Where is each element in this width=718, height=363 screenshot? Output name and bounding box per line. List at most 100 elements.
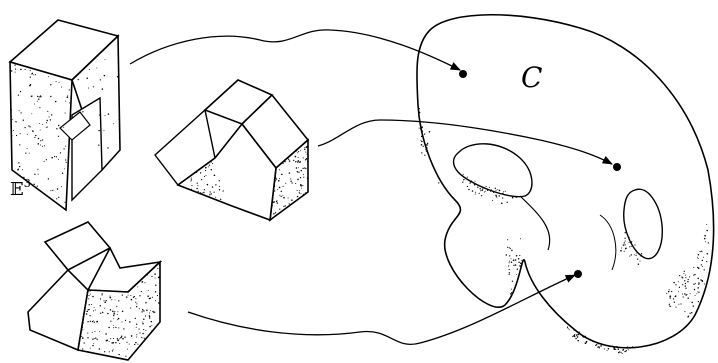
stipple-dot [35, 74, 36, 75]
stipple-dot [108, 327, 109, 328]
configuration-space-label: C [521, 64, 542, 92]
stipple-dot [507, 239, 508, 240]
stipple-dot [470, 181, 471, 182]
stipple-dot [702, 260, 703, 261]
stipple-dot [682, 293, 683, 294]
stipple-dot [150, 310, 151, 311]
stipple-dot [210, 191, 211, 192]
stipple-dot [50, 119, 51, 120]
stipple-dot [104, 301, 106, 303]
stipple-dot [505, 191, 506, 192]
stipple-dot [303, 194, 304, 195]
stipple-dot [105, 115, 106, 116]
stipple-dot [643, 257, 644, 258]
stipple-dot [487, 190, 488, 191]
stipple-dot [485, 191, 486, 192]
stipple-dot [281, 163, 282, 164]
stipple-dot [700, 251, 701, 252]
stipple-dot [142, 322, 143, 323]
stipple-dot [300, 184, 302, 186]
stipple-dot [509, 274, 510, 275]
stipple-dot [483, 187, 484, 188]
stipple-dot [38, 174, 39, 175]
stipple-dot [91, 103, 92, 104]
stipple-dot [295, 183, 296, 184]
stipple-dot [197, 182, 198, 183]
stipple-dot [491, 189, 492, 190]
stipple-dot [35, 135, 36, 136]
stipple-dot [419, 112, 421, 114]
stipple-dot [18, 168, 19, 169]
stipple-dot [142, 309, 144, 311]
stipple-dot [92, 339, 93, 340]
stipple-dot [158, 302, 159, 303]
stipple-dot [493, 192, 494, 193]
stipple-dot [479, 193, 480, 194]
stipple-dot [671, 291, 672, 292]
stipple-dot [99, 115, 100, 116]
stipple-dot [34, 137, 35, 138]
stipple-dot [196, 188, 197, 189]
stipple-dot [497, 189, 498, 190]
stipple-dot [136, 303, 137, 304]
stipple-dot [509, 255, 510, 256]
stipple-dot [46, 122, 47, 123]
stipple-dot [219, 186, 220, 187]
stipple-dot [306, 147, 307, 148]
stipple-dot [283, 186, 284, 187]
stipple-dot [102, 294, 103, 295]
stipple-dot [119, 291, 120, 292]
stipple-dot [122, 322, 123, 323]
stipple-dot [139, 332, 140, 333]
stipple-dot [509, 247, 510, 248]
space-exponent: 3 [24, 177, 31, 190]
stipple-dot [597, 347, 598, 348]
stipple-dot [632, 244, 633, 245]
stipple-dot [634, 244, 635, 245]
stipple-dot [277, 202, 278, 203]
stipple-dot [296, 150, 298, 152]
stipple-dot [92, 321, 93, 322]
stipple-dot [118, 300, 119, 301]
stipple-dot [33, 184, 34, 185]
stipple-dot [684, 280, 685, 281]
stipple-dot [467, 186, 468, 187]
cube-block-bottom [28, 222, 161, 360]
stipple-dot [482, 188, 483, 189]
stipple-dot [137, 286, 138, 287]
stipple-dot [484, 191, 485, 192]
stipple-dot [492, 200, 493, 201]
stipple-dot [694, 289, 695, 290]
stipple-dot [88, 290, 89, 291]
stipple-dot [518, 262, 519, 263]
stipple-dot [66, 162, 67, 163]
stipple-dot [82, 111, 83, 112]
stipple-dot [673, 298, 674, 299]
stipple-dot [129, 344, 130, 345]
stipple-dot [674, 302, 675, 303]
stipple-dot [56, 81, 57, 82]
stipple-dot [19, 144, 20, 145]
stipple-dot [149, 312, 150, 313]
stipple-dot [463, 174, 464, 175]
stipple-dot [39, 96, 40, 97]
stipple-dot [42, 139, 43, 140]
stipple-dot [204, 189, 205, 190]
stipple-dot [698, 258, 699, 259]
stipple-dot [278, 180, 280, 182]
stipple-dot [219, 180, 220, 181]
stipple-dot [697, 257, 698, 258]
stipple-dot [57, 188, 59, 190]
stipple-dot [107, 313, 108, 314]
stipple-dot [297, 190, 298, 191]
stipple-dot [20, 133, 21, 134]
stipple-dot [220, 199, 221, 200]
stipple-dot [81, 336, 82, 337]
stipple-dot [507, 202, 508, 203]
stipple-dot [142, 323, 143, 324]
stipple-dot [503, 191, 504, 192]
stipple-dot [130, 308, 131, 309]
stipple-dot [82, 348, 83, 349]
stipple-dot [629, 242, 630, 243]
stipple-dot [86, 313, 88, 315]
